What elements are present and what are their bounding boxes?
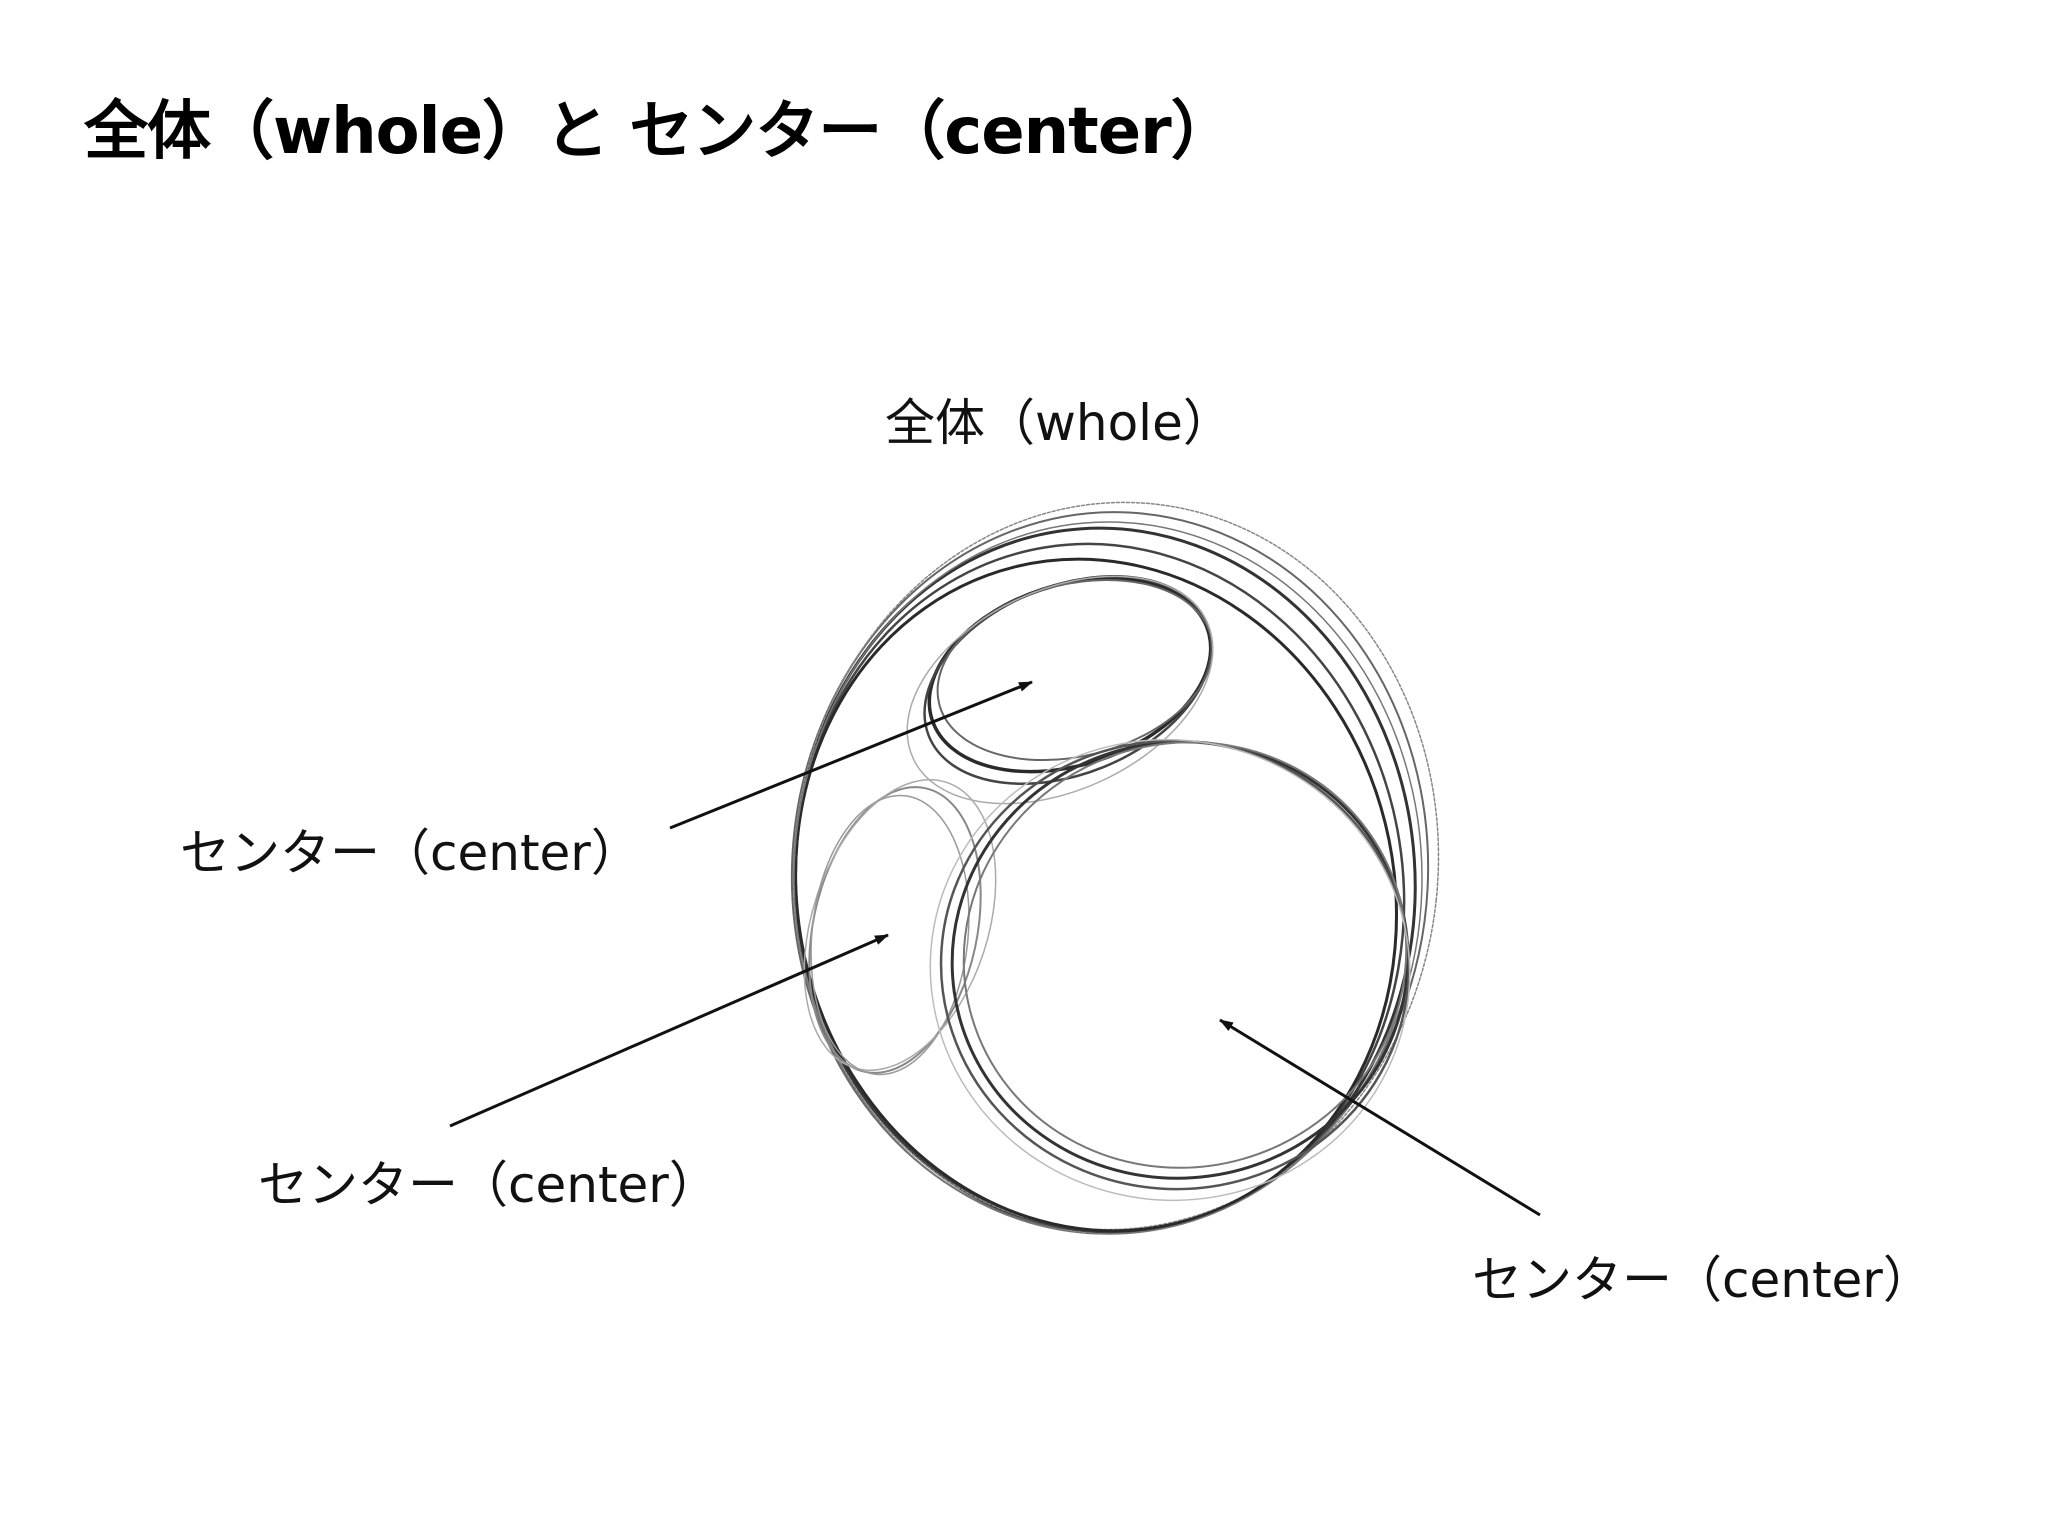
center-shape-right xyxy=(929,738,1411,1202)
arrow-top xyxy=(669,680,1033,830)
arrow-right xyxy=(1219,1018,1541,1217)
center-shape-left xyxy=(803,779,997,1076)
center-label-top: センター（center） xyxy=(180,824,641,882)
whole-label: 全体（whole） xyxy=(885,394,1233,452)
center-label-right: センター（center） xyxy=(1472,1251,1933,1309)
center-label-left: センター（center） xyxy=(258,1156,719,1214)
arrow-left xyxy=(449,933,889,1128)
page-title: 全体（whole）と センター（center） xyxy=(84,95,1235,169)
whole-outline xyxy=(790,501,1440,1235)
